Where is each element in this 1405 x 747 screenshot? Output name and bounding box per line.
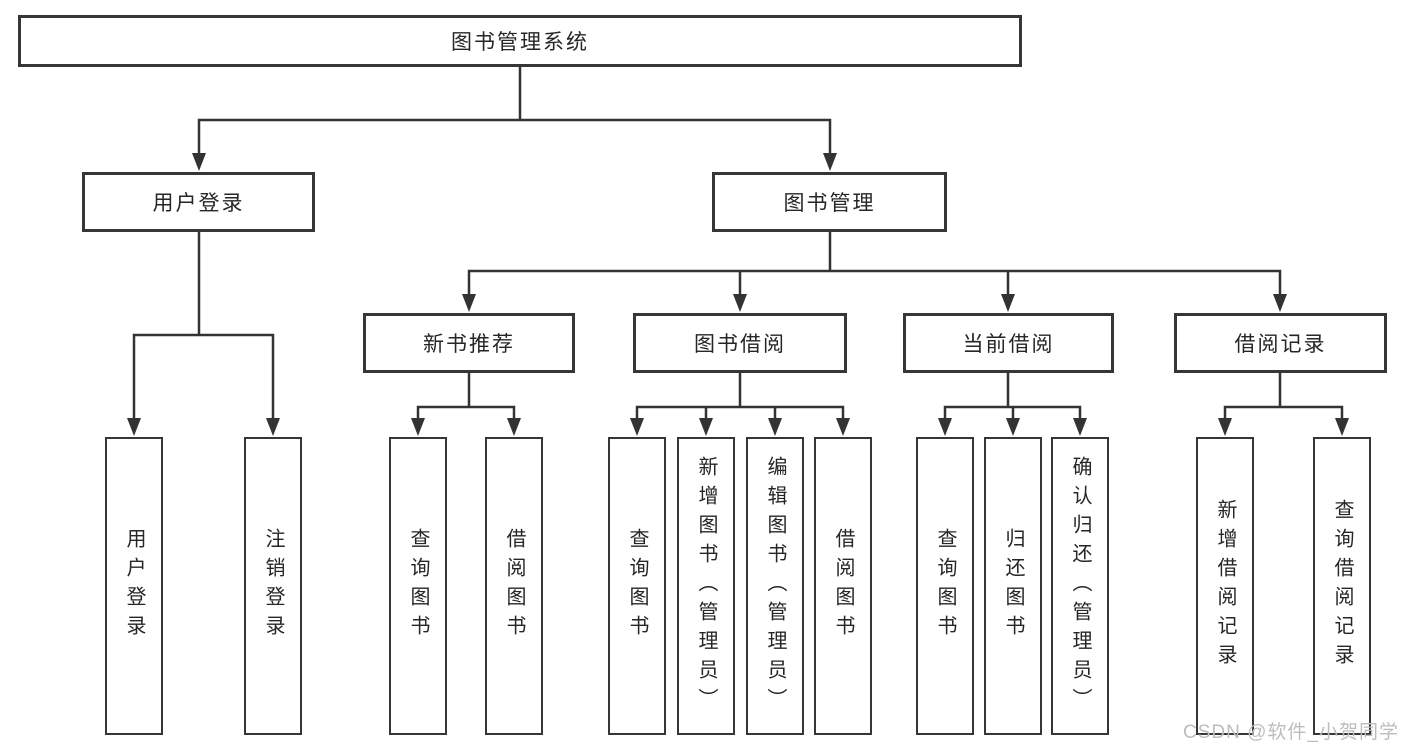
arrow-down-icon xyxy=(733,294,747,312)
arrow-down-icon xyxy=(411,418,425,436)
node-user-login: 用户登录 xyxy=(82,172,315,232)
arrow-down-icon xyxy=(768,418,782,436)
leaf-query-books-borrow: 查询图书 xyxy=(608,437,666,735)
node-book-management: 图书管理 xyxy=(712,172,947,232)
arrow-down-icon xyxy=(699,418,713,436)
arrow-down-icon xyxy=(1006,418,1020,436)
leaf-edit-books-admin: 编辑图书（管理员） xyxy=(746,437,804,735)
leaf-query-borrow-record: 查询借阅记录 xyxy=(1313,437,1371,735)
leaf-query-books-current: 查询图书 xyxy=(916,437,974,735)
connector-current-to-leaves xyxy=(943,373,1082,419)
arrow-down-icon xyxy=(1273,294,1287,312)
node-current-borrow: 当前借阅 xyxy=(903,313,1114,373)
node-new-book-recommend: 新书推荐 xyxy=(363,313,575,373)
node-book-borrow: 图书借阅 xyxy=(633,313,847,373)
leaf-confirm-return-admin: 确认归还（管理员） xyxy=(1051,437,1109,735)
arrow-down-icon xyxy=(1218,418,1232,436)
leaf-return-books: 归还图书 xyxy=(984,437,1042,735)
node-borrow-records: 借阅记录 xyxy=(1174,313,1387,373)
connector-mgmt-to-groups xyxy=(467,232,1282,294)
leaf-query-books-recommend: 查询图书 xyxy=(389,437,447,735)
arrow-down-icon xyxy=(1335,418,1349,436)
arrow-down-icon xyxy=(938,418,952,436)
arrow-down-icon xyxy=(1073,418,1087,436)
connector-records-to-leaves xyxy=(1223,373,1344,419)
connector-newbook-to-leaves xyxy=(416,373,516,419)
connector-borrow-to-leaves xyxy=(635,373,845,419)
arrow-down-icon xyxy=(836,418,850,436)
arrow-down-icon xyxy=(127,418,141,436)
arrow-down-icon xyxy=(507,418,521,436)
arrow-down-icon xyxy=(823,153,837,171)
arrow-down-icon xyxy=(192,153,206,171)
leaf-user-login: 用户登录 xyxy=(105,437,163,735)
node-root-system: 图书管理系统 xyxy=(18,15,1022,67)
arrow-down-icon xyxy=(1001,294,1015,312)
arrow-down-icon xyxy=(630,418,644,436)
leaf-add-books-admin: 新增图书（管理员） xyxy=(677,437,735,735)
arrow-down-icon xyxy=(266,418,280,436)
csdn-watermark: CSDN @软件_小贺同学 xyxy=(1183,722,1399,743)
leaf-borrow-books-recommend: 借阅图书 xyxy=(485,437,543,735)
connector-login-to-leaves xyxy=(132,232,275,419)
leaf-borrow-books: 借阅图书 xyxy=(814,437,872,735)
leaf-add-borrow-record: 新增借阅记录 xyxy=(1196,437,1254,735)
leaf-logout: 注销登录 xyxy=(244,437,302,735)
arrow-down-icon xyxy=(462,294,476,312)
connector-root-to-level2 xyxy=(197,67,832,154)
